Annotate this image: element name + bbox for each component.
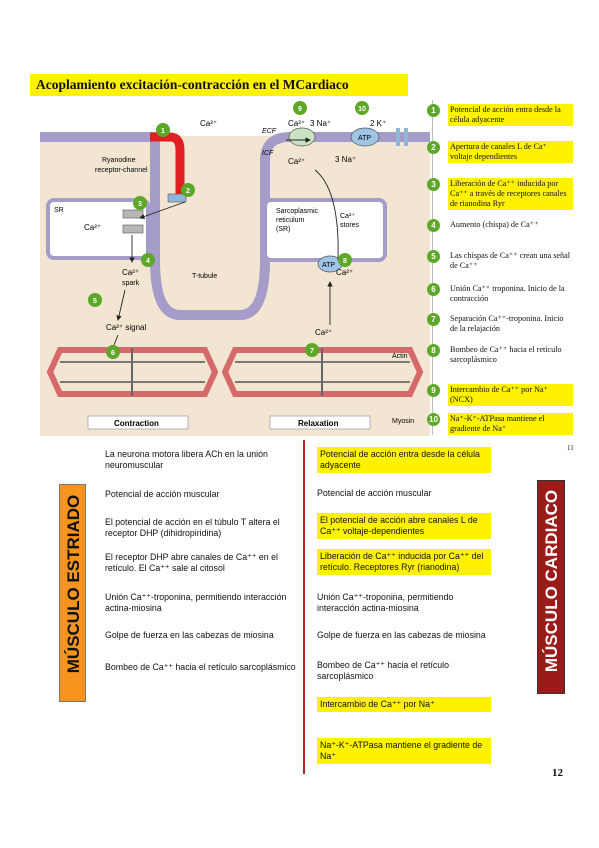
svg-text:spark: spark bbox=[122, 280, 140, 287]
svg-text:Ca²⁺: Ca²⁺ bbox=[122, 268, 139, 277]
svg-text:2 K⁺: 2 K⁺ bbox=[370, 119, 386, 128]
svg-text:(SR): (SR) bbox=[276, 226, 290, 233]
cardiaco-step: Liberación de Ca⁺⁺ inducida por Ca⁺⁺ del… bbox=[317, 549, 491, 575]
cardiaco-step: Potencial de acción muscular bbox=[317, 488, 432, 498]
svg-text:ICF: ICF bbox=[262, 150, 274, 157]
svg-text:Ca²⁺ signal: Ca²⁺ signal bbox=[106, 323, 146, 332]
svg-text:8: 8 bbox=[343, 258, 347, 265]
svg-text:1: 1 bbox=[161, 128, 165, 135]
cardiaco-step: El potencial de acción abre canales L de… bbox=[317, 513, 491, 539]
sarcomere-relaxation bbox=[221, 347, 424, 397]
step-number-badge: 2 bbox=[427, 141, 440, 154]
svg-text:9: 9 bbox=[298, 106, 302, 113]
svg-text:reticulum: reticulum bbox=[276, 217, 305, 224]
svg-text:3 Na⁺: 3 Na⁺ bbox=[310, 119, 331, 128]
svg-text:ECF: ECF bbox=[262, 128, 277, 135]
step-text: Las chispas de Ca⁺⁺ crean una señal de C… bbox=[450, 251, 571, 270]
step-text: Apertura de canales L de Ca⁺ voltaje dep… bbox=[448, 141, 573, 163]
svg-text:3 Na⁺: 3 Na⁺ bbox=[335, 155, 356, 164]
svg-text:Ca²⁺: Ca²⁺ bbox=[288, 119, 305, 128]
steps-divider bbox=[432, 100, 433, 435]
svg-text:Contraction: Contraction bbox=[114, 419, 159, 428]
excitation-contraction-diagram: ATP ATP Ca²⁺ Ca²⁺ 3 Na⁺ 2 K⁺ ECF ICF Ca²… bbox=[40, 100, 430, 436]
step-text: Potencial de acción entra desde la célul… bbox=[448, 104, 573, 126]
svg-text:receptor-channel: receptor-channel bbox=[95, 167, 148, 174]
step-text: Unión Ca⁺⁺ troponina. Inicio de la contr… bbox=[450, 284, 565, 303]
label-musculo-estriado: MÚSCULO ESTRIADO bbox=[59, 484, 86, 702]
svg-text:Ca²⁺: Ca²⁺ bbox=[340, 213, 355, 220]
step-number-badge: 8 bbox=[427, 344, 440, 357]
center-divider bbox=[303, 440, 305, 774]
step-text: Liberación de Ca⁺⁺ inducida por Ca⁺⁺ a t… bbox=[448, 178, 573, 210]
svg-text:10: 10 bbox=[358, 106, 366, 113]
ncx-exchanger bbox=[288, 127, 316, 147]
page-title: Acoplamiento excitación-contracción en e… bbox=[30, 74, 408, 96]
cell-membrane bbox=[40, 132, 430, 320]
cardiaco-step: Bombeo de Ca⁺⁺ hacia el retículo sarcopl… bbox=[317, 660, 450, 681]
svg-text:7: 7 bbox=[310, 348, 314, 355]
svg-text:SR: SR bbox=[54, 207, 64, 214]
na-k-atpase bbox=[350, 127, 380, 147]
cardiaco-step: Intercambio de Ca⁺⁺ por Na⁺ bbox=[317, 697, 491, 712]
estriado-step: Bombeo de Ca⁺⁺ hacia el retículo sarcopl… bbox=[105, 662, 296, 672]
step-number-badge: 6 bbox=[427, 283, 440, 296]
svg-text:Myosin: Myosin bbox=[392, 418, 414, 425]
svg-text:Ca²⁺: Ca²⁺ bbox=[84, 223, 101, 232]
svg-text:ATP: ATP bbox=[322, 262, 335, 269]
svg-text:Ca²⁺: Ca²⁺ bbox=[315, 328, 332, 337]
estriado-step: Golpe de fuerza en las cabezas de miosin… bbox=[105, 630, 274, 640]
page-number: 12 bbox=[552, 767, 563, 779]
svg-text:Sarcoplasmic: Sarcoplasmic bbox=[276, 208, 319, 215]
step-text: Intercambio de Ca⁺⁺ por Na⁺ (NCX) bbox=[448, 384, 573, 406]
action-potential-membrane bbox=[150, 132, 185, 195]
cardiaco-step: Na⁺-K⁺-ATPasa mantiene el gradiente de N… bbox=[317, 738, 491, 764]
ryanodine-receptor bbox=[122, 209, 144, 219]
dhp-channel bbox=[167, 193, 187, 203]
svg-text:Ca²⁺: Ca²⁺ bbox=[288, 157, 305, 166]
cell-cytoplasm bbox=[40, 136, 430, 436]
svg-text:Relaxation: Relaxation bbox=[298, 419, 339, 428]
side-number: 11 bbox=[567, 444, 574, 452]
svg-text:6: 6 bbox=[111, 350, 115, 357]
estriado-step: Unión Ca⁺⁺-troponina, permitiendo intera… bbox=[105, 592, 287, 613]
svg-text:Ca²⁺: Ca²⁺ bbox=[200, 119, 217, 128]
cardiaco-step: Unión Ca⁺⁺-troponina, permitiendo intera… bbox=[317, 592, 454, 613]
estriado-step: La neurona motora libera ACh en la unión… bbox=[105, 449, 268, 470]
estriado-step: Potencial de acción muscular bbox=[105, 489, 220, 499]
step-text: Na⁺-K⁺-ATPasa mantiene el gradiente de N… bbox=[448, 413, 573, 435]
step-text: Aumento (chispa) de Ca⁺⁺ bbox=[450, 220, 539, 229]
svg-text:3: 3 bbox=[138, 201, 142, 208]
svg-text:T-tubule: T-tubule bbox=[192, 273, 217, 280]
svg-text:Actin: Actin bbox=[392, 353, 408, 360]
step-number-badge: 1 bbox=[427, 104, 440, 117]
step-number-badge: 3 bbox=[427, 178, 440, 191]
estriado-step: El potencial de acción en el túbulo T al… bbox=[105, 517, 280, 538]
svg-text:4: 4 bbox=[146, 258, 150, 265]
cardiaco-step: Golpe de fuerza en las cabezas de miosin… bbox=[317, 630, 486, 640]
sarcomere-contraction bbox=[46, 347, 219, 397]
step-number-badge: 10 bbox=[427, 413, 440, 426]
svg-text:Ryanodine: Ryanodine bbox=[102, 157, 136, 164]
step-number-badge: 7 bbox=[427, 313, 440, 326]
step-number-badge: 9 bbox=[427, 384, 440, 397]
label-musculo-cardiaco: MÚSCULO CARDIACO bbox=[537, 480, 565, 694]
svg-text:5: 5 bbox=[93, 298, 97, 305]
svg-text:2: 2 bbox=[186, 188, 190, 195]
svg-text:Ca²⁺: Ca²⁺ bbox=[336, 268, 353, 277]
cardiaco-step: Potencial de acción entra desde la célul… bbox=[317, 447, 491, 473]
step-number-badge: 5 bbox=[427, 250, 440, 263]
step-number-badge: 4 bbox=[427, 219, 440, 232]
step-text: Bombeo de Ca⁺⁺ hacia el retículo sarcopl… bbox=[450, 345, 562, 364]
svg-text:ATP: ATP bbox=[358, 135, 371, 142]
svg-text:stores: stores bbox=[340, 222, 360, 229]
step-text: Separación Ca⁺⁺-troponina. Inicio de la … bbox=[450, 314, 564, 333]
estriado-step: El receptor DHP abre canales de Ca⁺⁺ en … bbox=[105, 552, 278, 573]
